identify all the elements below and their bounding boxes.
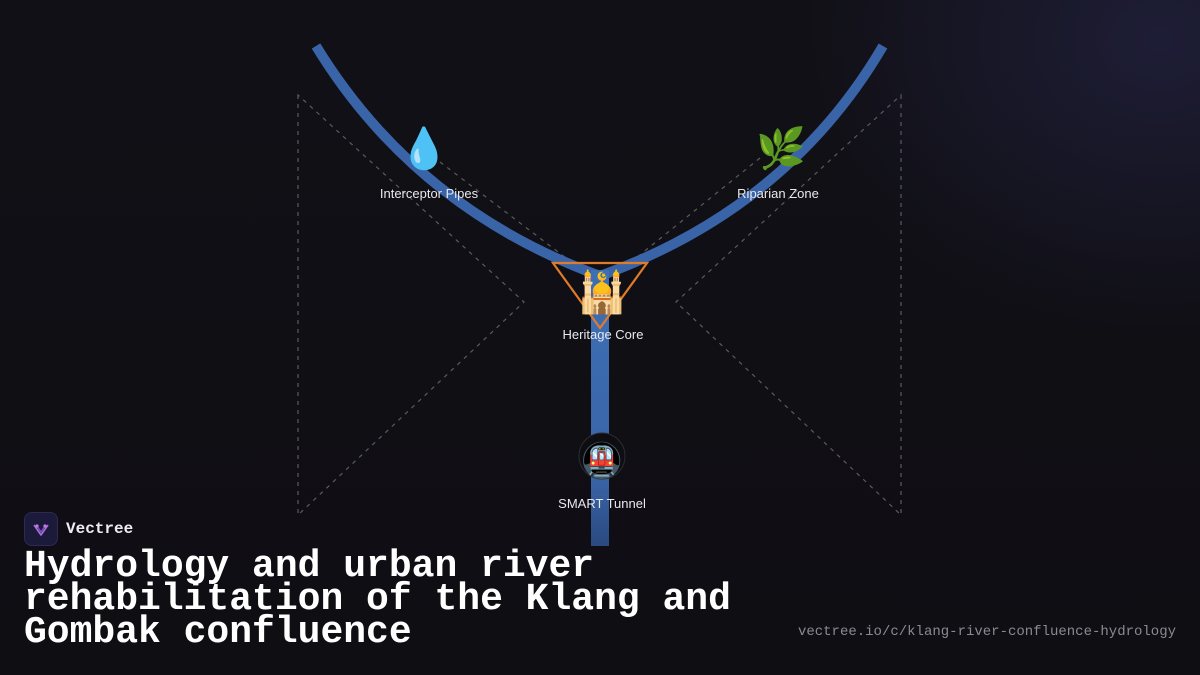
page-url[interactable]: vectree.io/c/klang-river-confluence-hydr… [797, 624, 1176, 640]
node-label-riparian: Riparian Zone [737, 186, 819, 201]
water-drop-icon: 💧 [399, 125, 449, 172]
gombak-branch [311, 43, 602, 281]
tunnel-portal [578, 432, 626, 480]
interceptor-connector [439, 161, 567, 259]
right-guide [675, 93, 902, 517]
leaf-icon: 🌿 [756, 125, 806, 172]
metro-train-icon: 🚇 [581, 441, 623, 481]
page-title: Hydrology and urban river rehabilitation… [24, 545, 731, 654]
klang-branch [598, 43, 888, 281]
node-label-interceptor: Interceptor Pipes [380, 186, 479, 201]
brand: Vectree [24, 512, 133, 546]
left-guide [297, 93, 525, 517]
node-label-smart: SMART Tunnel [558, 496, 646, 511]
heritage-triangle [550, 261, 650, 330]
node-label-heritage: Heritage Core [563, 327, 644, 342]
mosque-icon: 🕌 [577, 268, 627, 316]
brand-name: Vectree [66, 520, 134, 538]
dashed-guides [297, 93, 902, 517]
vectree-logo-icon [24, 512, 58, 546]
